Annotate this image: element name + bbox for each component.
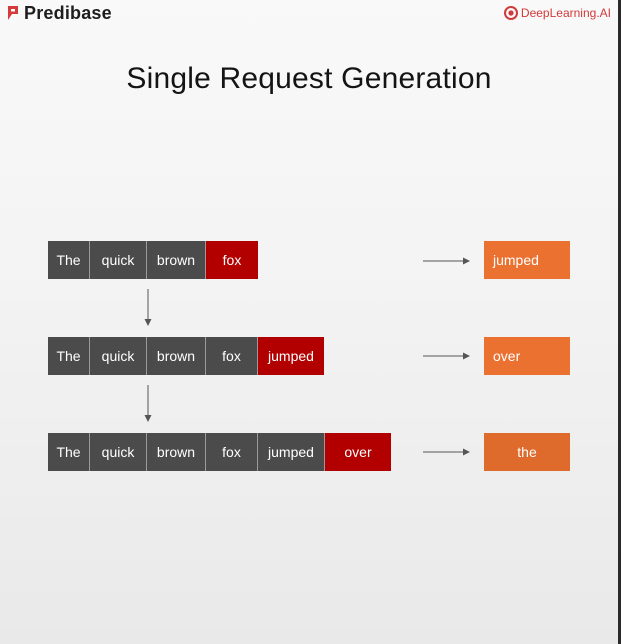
context-token: fox <box>206 337 258 375</box>
latest-token: jumped <box>258 337 324 375</box>
deeplearning-ai-brand: DeepLearning.AI <box>503 4 611 22</box>
arrow-right-icon <box>423 352 470 360</box>
context-token: The <box>48 241 90 279</box>
context-token: jumped <box>258 433 325 471</box>
arrow-down-icon <box>144 289 152 326</box>
token-sequence-row-3: The quick brown fox jumped over <box>48 433 391 471</box>
predibase-logo-icon <box>8 6 18 20</box>
context-token: quick <box>90 337 147 375</box>
context-token: brown <box>147 433 206 471</box>
predibase-brand: Predibase <box>6 2 112 24</box>
generated-token-2: over <box>484 337 570 375</box>
context-token: quick <box>90 241 147 279</box>
context-token: brown <box>147 241 206 279</box>
arrow-down-icon <box>144 385 152 422</box>
latest-token: fox <box>206 241 258 279</box>
slide-title: Single Request Generation <box>126 62 492 95</box>
predibase-name: Predibase <box>24 2 112 23</box>
context-token: fox <box>206 433 258 471</box>
token-sequence-row-2: The quick brown fox jumped <box>48 337 324 375</box>
arrow-right-icon <box>423 257 470 265</box>
context-token: quick <box>90 433 147 471</box>
generated-token-3: the <box>484 433 570 471</box>
context-token: The <box>48 337 90 375</box>
right-edge-bar <box>618 0 621 644</box>
token-sequence-row-1: The quick brown fox <box>48 241 258 279</box>
context-token: brown <box>147 337 206 375</box>
deeplearning-ai-logo-icon <box>503 6 518 20</box>
arrow-right-icon <box>423 448 470 456</box>
context-token: The <box>48 433 90 471</box>
generated-token-1: jumped <box>484 241 570 279</box>
deeplearning-ai-name: DeepLearning.AI <box>520 6 611 20</box>
latest-token: over <box>325 433 391 471</box>
